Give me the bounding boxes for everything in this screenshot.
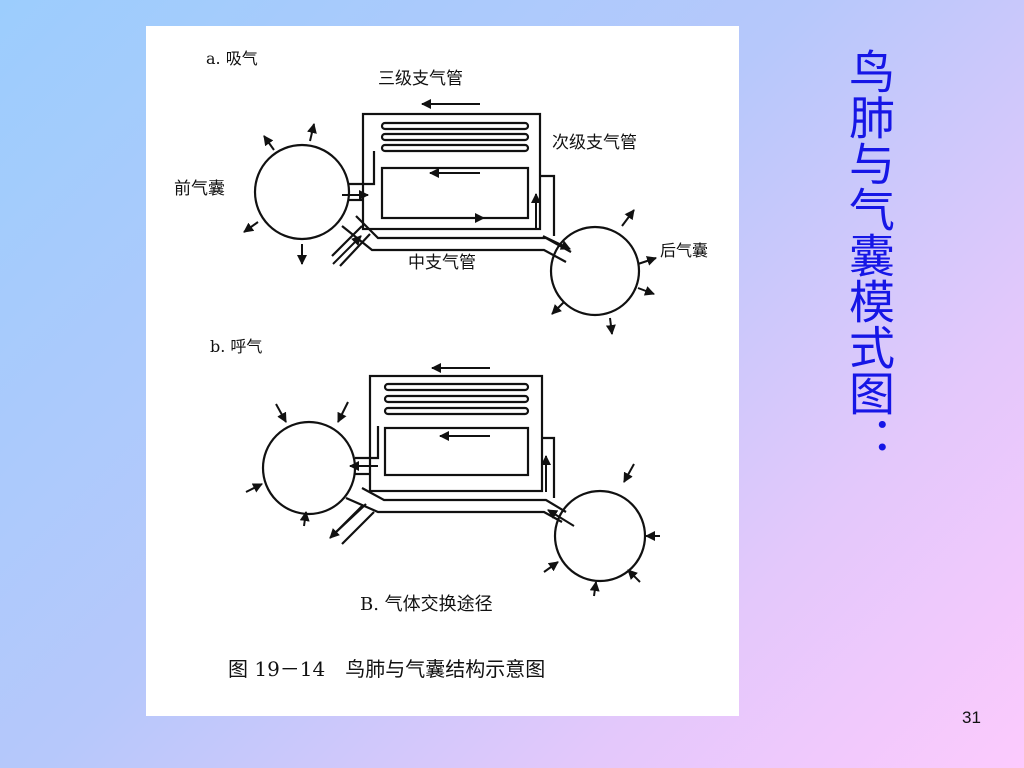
tertiary-tube-a-2 (380, 132, 530, 142)
secondary-bronchi-label: 次级支气管 (552, 133, 637, 153)
anterior-air-sac-label: 前气囊 (174, 179, 225, 199)
panel-a-label: a. 吸气 (206, 49, 258, 68)
tertiary-tube-b-2 (383, 394, 530, 404)
figure-caption: 图 19－14 鸟肺与气囊结构示意图 (228, 657, 545, 681)
tertiary-tube-a-1 (380, 121, 530, 131)
mesobronchus-b (361, 487, 567, 513)
inner-chamber-b (383, 426, 530, 477)
caption-b: B. 气体交换途径 (360, 594, 493, 615)
page-number: 31 (962, 708, 981, 727)
posterior-air-sac-b (553, 489, 647, 583)
mesobronchus-a (355, 215, 572, 253)
lung-box-b (368, 374, 544, 493)
lung-box-a (361, 112, 542, 231)
tertiary-tube-a-3 (380, 143, 530, 153)
anterior-air-sac-a (253, 143, 351, 241)
panel-b-label: b. 呼气 (210, 337, 262, 356)
mesobronchus-label: 中支气管 (408, 253, 476, 273)
panel-b-exhalation (261, 374, 647, 583)
anterior-air-sac-b (261, 420, 357, 516)
inner-chamber-a (380, 166, 530, 220)
posterior-air-sac-a (549, 225, 641, 317)
bird-lung-diagram: a. 吸气 三级支气管 次级支气管 前气囊 中支气管 后气囊 b. 呼气 B. … (174, 49, 708, 681)
figure-panel: a. 吸气 三级支气管 次级支气管 前气囊 中支气管 后气囊 b. 呼气 B. … (146, 26, 739, 716)
slide-title: 鸟肺与气囊模式图： (842, 48, 896, 462)
posterior-air-sac-label: 后气囊 (660, 241, 708, 260)
tertiary-bronchi-label: 三级支气管 (378, 69, 463, 89)
tertiary-tube-b-1 (383, 382, 530, 392)
tertiary-tube-b-3 (383, 406, 530, 416)
